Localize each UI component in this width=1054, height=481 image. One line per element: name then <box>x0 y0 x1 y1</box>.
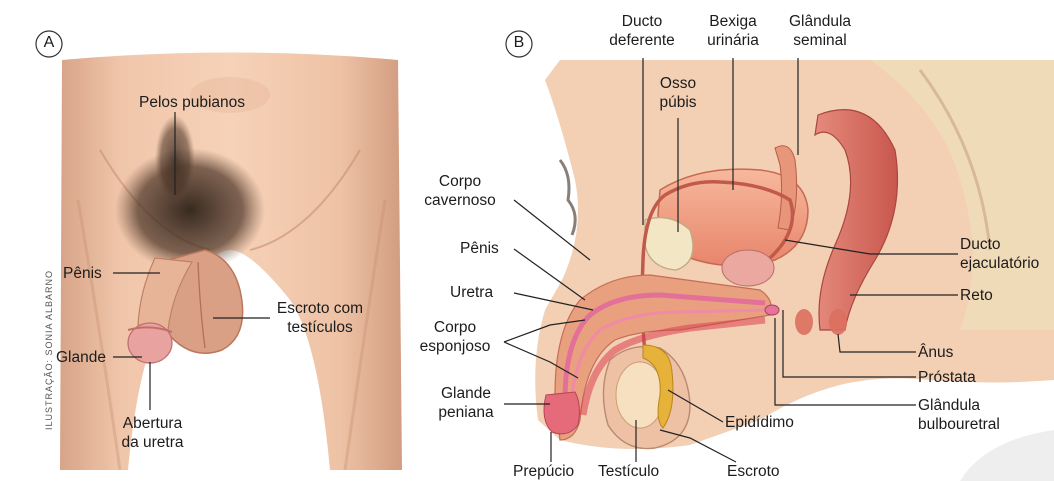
label-corpo-esponjoso: Corpo esponjoso <box>408 318 502 356</box>
label-ducto-ejaculatorio: Ducto ejaculatório <box>960 235 1039 273</box>
label-epididimo: Epidídimo <box>725 413 794 432</box>
label-ducto-deferente: Ducto deferente <box>592 12 692 50</box>
label-uretra: Uretra <box>450 283 493 302</box>
label-glandula-seminal: Glândula seminal <box>780 12 860 50</box>
label-bexiga-urinaria: Bexiga urinária <box>693 12 773 50</box>
prostate-shape <box>722 250 774 286</box>
glans-penis-shape <box>544 392 579 434</box>
corner-decoration <box>960 430 1054 481</box>
label-glandula-bulbouretral: Glândula bulbouretral <box>918 396 1000 434</box>
label-penis-b: Pênis <box>460 239 499 258</box>
illustration-credit: ILUSTRAÇÃO: SONIA ALBARNO <box>44 260 54 430</box>
label-escroto-testiculos: Escroto com testículos <box>265 299 375 337</box>
panel-b-letter: B <box>505 34 533 52</box>
label-anus: Ânus <box>918 343 953 362</box>
label-glande-a: Glande <box>56 348 106 367</box>
label-abertura-uretra: Abertura da uretra <box>110 414 195 452</box>
panel-a-letter: A <box>35 34 63 52</box>
label-osso-pubis: Osso púbis <box>645 74 711 112</box>
label-escroto-b: Escroto <box>727 462 780 481</box>
label-corpo-cavernoso: Corpo cavernoso <box>410 172 510 210</box>
bulbourethral-shape <box>765 305 779 315</box>
label-penis-a: Pênis <box>63 264 102 283</box>
label-reto: Reto <box>960 286 993 305</box>
label-glande-peniana: Glande peniana <box>430 384 502 422</box>
label-pelos-pubianos: Pelos pubianos <box>122 93 262 112</box>
label-prepucio: Prepúcio <box>513 462 574 481</box>
label-testiculo: Testículo <box>598 462 659 481</box>
label-prostata: Próstata <box>918 368 976 387</box>
anus-shape <box>829 309 847 335</box>
panel-a-illustration <box>60 53 402 471</box>
